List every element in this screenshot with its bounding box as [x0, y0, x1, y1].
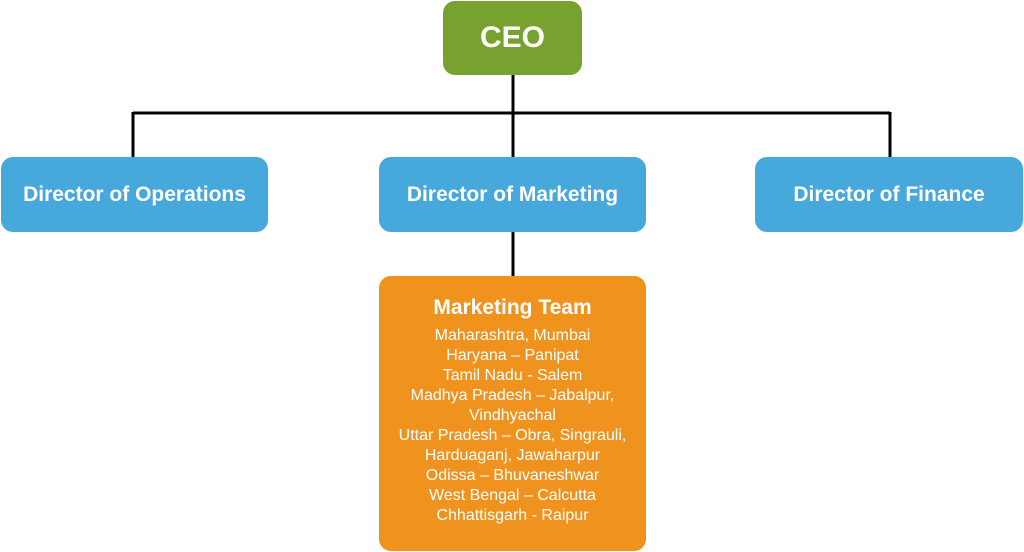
team-list-item: Odissa – Bhuvaneshwar [425, 467, 600, 484]
team-list-item: Madhya Pradesh – Jabalpur, [410, 387, 615, 404]
director-finance-label: Director of Finance [793, 182, 985, 206]
director-operations-label: Director of Operations [23, 182, 246, 206]
marketing-team-list: Maharashtra, Mumbai Haryana – Panipat Ta… [393, 326, 633, 526]
marketing-team-node: Marketing Team Maharashtra, Mumbai Harya… [379, 276, 646, 551]
team-list-item: Harduaganj, Jawaharpur [424, 447, 601, 464]
director-marketing-node: Director of Marketing [379, 157, 646, 232]
director-finance-node: Director of Finance [755, 157, 1023, 232]
team-list-item: Vindhyachal [469, 407, 556, 424]
team-list-item: Tamil Nadu - Salem [442, 367, 583, 384]
team-list-item: Haryana – Panipat [446, 347, 579, 364]
team-list-item: Chhattisgarh - Raipur [436, 507, 589, 524]
director-marketing-label: Director of Marketing [406, 182, 619, 206]
ceo-label: CEO [479, 21, 545, 54]
team-list-item: Uttar Pradesh – Obra, Singrauli, [398, 427, 627, 444]
director-operations-node: Director of Operations [1, 157, 268, 232]
ceo-node: CEO [443, 1, 582, 75]
marketing-team-title: Marketing Team [433, 296, 592, 319]
team-list-item: Maharashtra, Mumbai [434, 327, 591, 344]
team-list-item: West Bengal – Calcutta [429, 487, 596, 504]
